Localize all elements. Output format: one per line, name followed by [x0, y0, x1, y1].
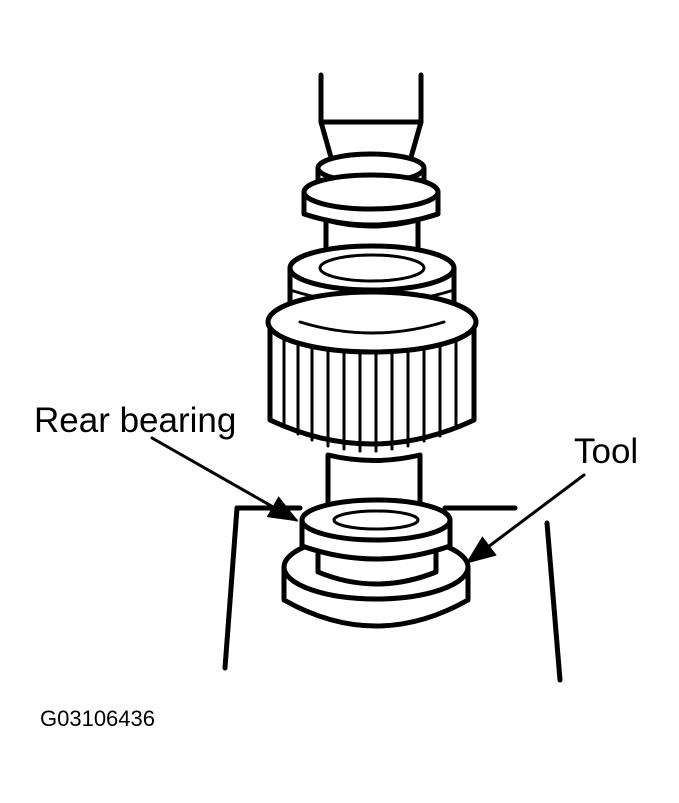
rear-bearing-arrow: [150, 436, 299, 522]
tool-arrow: [465, 473, 586, 564]
tool-label: Tool: [574, 432, 639, 471]
lower-shaft: [325, 452, 423, 511]
rear-bearing-label: Rear bearing: [34, 401, 237, 440]
figure-code: G03106436: [40, 706, 155, 731]
shaft-collar: [301, 172, 441, 228]
gear: [265, 289, 479, 453]
rear-bearing: [299, 497, 453, 562]
